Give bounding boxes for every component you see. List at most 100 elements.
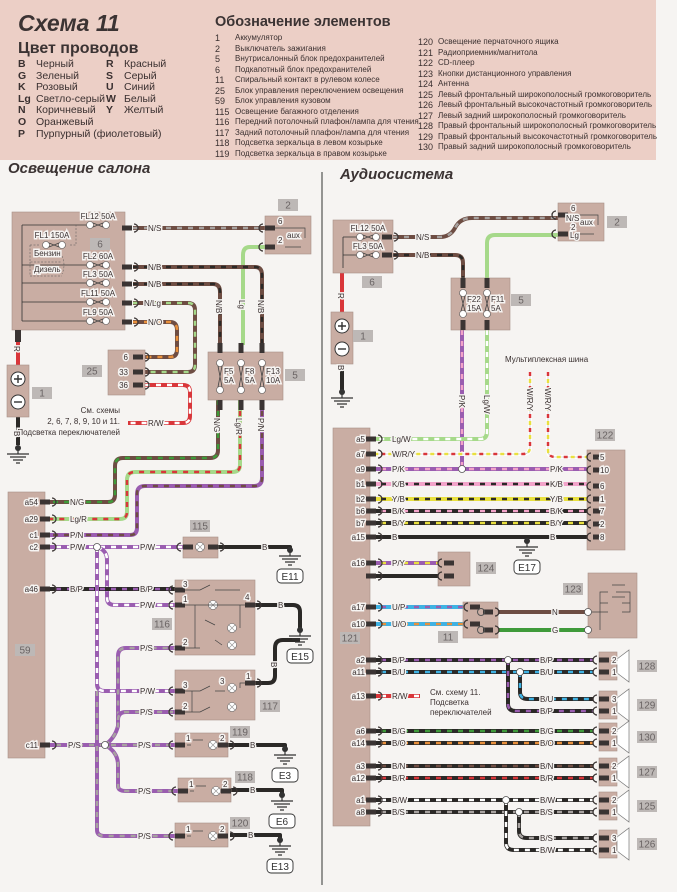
pin-number: 6 [124, 353, 129, 362]
fuse-icon [102, 279, 110, 287]
connector-icon [382, 252, 392, 258]
pin-number: 1 [246, 672, 251, 681]
component-id: 119 [232, 728, 248, 739]
section-title-interior-lighting: Освещение салона [8, 160, 151, 177]
wire-label: B/N [540, 762, 554, 771]
busbar [21, 224, 88, 322]
pin-number: 6 [571, 204, 576, 213]
connector-icon [377, 449, 383, 459]
fuse-icon [216, 359, 224, 367]
pin-number: a14 [352, 739, 366, 748]
pin-number: a12 [352, 774, 366, 783]
component-id-tag [637, 731, 657, 743]
diagram-title: Схема 11 [18, 10, 120, 36]
ground-label: E15 [291, 652, 309, 663]
pin-number: a1 [356, 796, 365, 805]
switch-contacts [185, 682, 245, 713]
wire-label: B/O [540, 739, 554, 748]
connector-icon [592, 694, 598, 704]
wire-label: P/N [256, 418, 265, 432]
wire-label: B/N [392, 762, 406, 771]
wire-label: B/P [70, 585, 83, 594]
connector-icon [265, 244, 275, 250]
wire [228, 743, 287, 749]
component-id-tag [82, 365, 102, 377]
fuse-icon [92, 262, 104, 268]
color-name: Пурпурный (фиолетовый) [36, 127, 162, 140]
wire-label: B [392, 533, 397, 542]
connector-icon [484, 320, 490, 330]
connector-icon [366, 481, 376, 487]
speaker-cone-icon [616, 720, 630, 754]
component-id: 118 [237, 773, 253, 784]
wire [255, 638, 300, 685]
ground-icon [7, 448, 29, 464]
wire-label: U/O [392, 620, 406, 629]
connector-icon [377, 479, 383, 489]
wire-label: G [552, 626, 558, 635]
connector-icon [551, 210, 557, 220]
connector-icon [256, 600, 262, 610]
color-name: Красный [124, 58, 167, 70]
element-name: Блок управления переключением освещения [235, 85, 404, 95]
wire-label: N/G [212, 418, 221, 432]
wire [485, 233, 558, 278]
connector-icon [259, 343, 265, 353]
connector-icon [460, 320, 466, 330]
fuse-icon [460, 295, 466, 312]
connector-icon [366, 451, 376, 457]
connector-icon [133, 298, 139, 308]
component-id: 116 [154, 620, 170, 631]
fuse-icon [92, 299, 104, 305]
wire-label: P/Y [392, 559, 406, 568]
wire [230, 833, 282, 839]
connector-icon [208, 544, 218, 550]
splice-node [502, 796, 510, 804]
fuse-icon [459, 289, 467, 297]
color-code: O [18, 115, 27, 128]
connector-icon [366, 534, 376, 540]
switch-contacts [592, 584, 631, 630]
pin-number: 2 [278, 236, 283, 245]
pin-number: 2 [600, 520, 605, 529]
ground-label-box [268, 813, 296, 829]
connector-icon [377, 655, 383, 665]
connector-icon [382, 234, 392, 240]
color-code: R [106, 58, 114, 70]
connector-icon [40, 532, 50, 538]
connector-icon [366, 436, 376, 442]
color-code: B [18, 58, 26, 70]
wire [218, 545, 292, 550]
wire-tracer [504, 800, 593, 852]
component-id: 25 [86, 367, 98, 378]
speaker-cone-icon [616, 688, 630, 722]
pin-number: 2 [612, 762, 617, 771]
wire-label: N/B [148, 263, 161, 272]
splice-node [515, 808, 523, 816]
connector-icon [586, 506, 592, 516]
switch-contacts [187, 739, 203, 746]
wire-label: B/R [540, 774, 554, 783]
wire-label: Y/B [392, 495, 405, 504]
ground-label-box [286, 648, 314, 664]
ground-label-box [271, 767, 299, 783]
component-id-tag [190, 520, 210, 532]
connector-icon [599, 657, 609, 663]
connector-icon [258, 242, 264, 252]
wire-tracer [95, 691, 175, 838]
connector-icon [245, 602, 255, 608]
wire-label: P/K [392, 465, 406, 474]
connector-icon [484, 278, 490, 288]
element-name: Подкапотный блок предохранителей [235, 64, 372, 74]
wire-label: B [336, 365, 345, 370]
connector-icon [218, 833, 228, 839]
ground-icon [269, 840, 291, 856]
splice-node [584, 608, 592, 616]
fuse-icon [92, 222, 104, 228]
wire-tracer [45, 400, 242, 521]
